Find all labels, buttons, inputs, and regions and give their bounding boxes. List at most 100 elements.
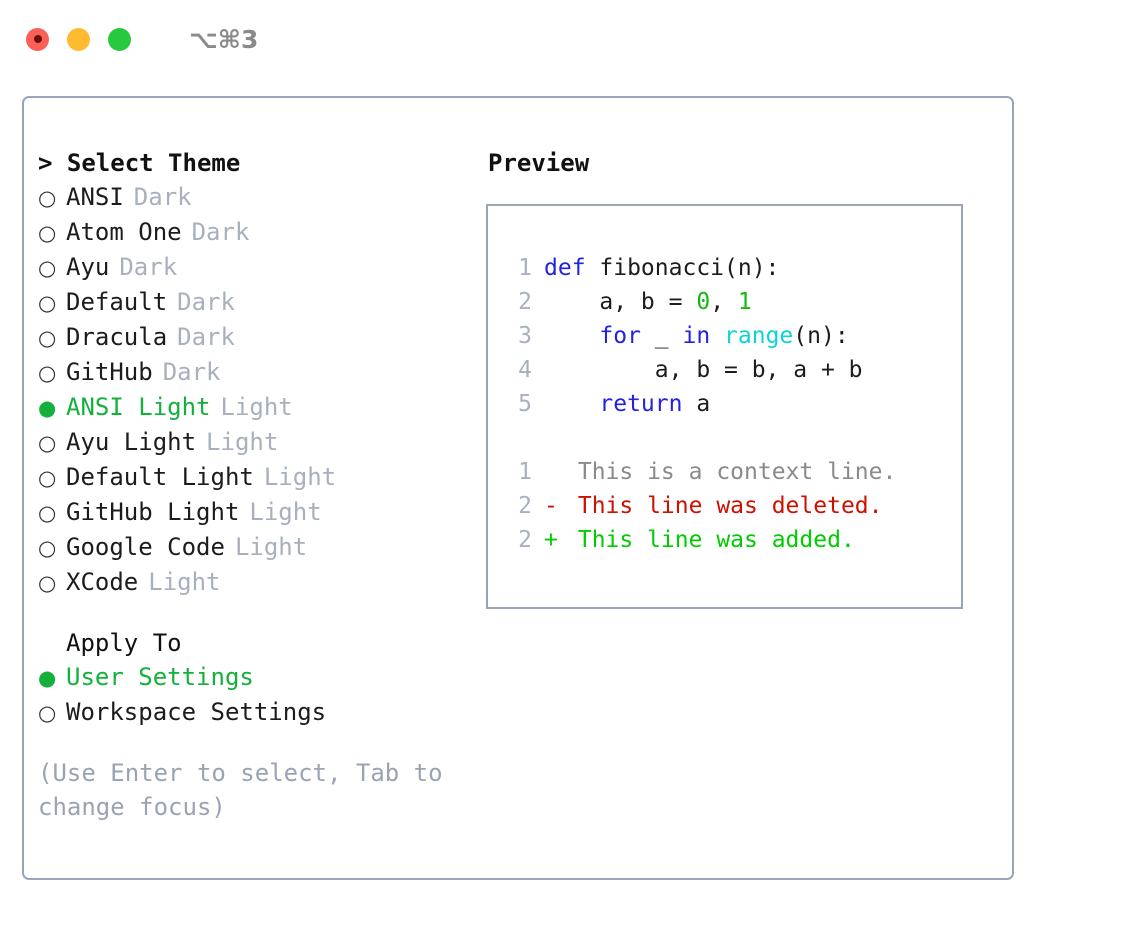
theme-option-3[interactable]: ○ Default Dark: [38, 285, 486, 320]
window-title: ⌥⌘3: [189, 24, 259, 54]
radio-unselected-icon: ○: [38, 291, 57, 315]
radio-unselected-icon: ○: [38, 536, 57, 560]
diff-line-text: This line was deleted.: [564, 493, 883, 519]
theme-option-name: Ayu: [66, 253, 110, 281]
code-line-number: 1: [518, 255, 532, 281]
select-theme-header: > Select Theme: [38, 149, 241, 177]
diff-line-text: This line was added.: [564, 527, 855, 553]
code-token: for: [599, 323, 641, 349]
preview-title: Preview: [488, 149, 590, 177]
apply-to-option-1[interactable]: ○ Workspace Settings: [38, 695, 486, 730]
maximize-window-button[interactable]: [108, 27, 131, 51]
theme-option-name: Google Code: [66, 533, 225, 561]
code-line-text: def fibonacci(n):: [544, 251, 779, 285]
theme-option-name: Default: [66, 288, 168, 316]
theme-option-name: Default Light: [66, 463, 254, 491]
theme-option-2[interactable]: ○ Ayu Dark: [38, 250, 486, 285]
radio-unselected-icon: ○: [38, 256, 57, 280]
radio-unselected-icon: ○: [38, 221, 57, 245]
apply-to-option-0[interactable]: ● User Settings: [38, 660, 486, 695]
theme-option-name: XCode: [66, 568, 139, 596]
code-token: 0: [696, 289, 711, 315]
hint-spacer: [38, 730, 486, 756]
theme-option-name: ANSI Light: [66, 393, 211, 421]
code-line-number: 5: [518, 391, 532, 417]
radio-selected-icon: ●: [38, 666, 57, 690]
code-token: a, b = b, a + b: [544, 357, 863, 383]
diff-line-number: 1: [518, 459, 532, 485]
theme-option-kind: Light: [249, 498, 322, 526]
theme-option-kind: Light: [206, 428, 279, 456]
radio-unselected-icon: ○: [38, 501, 57, 525]
code-line: 3 for _ in range(n):: [506, 319, 961, 353]
minimize-window-button[interactable]: [67, 27, 90, 51]
code-token: a: [682, 391, 711, 417]
code-token: fibonacci(n):: [585, 255, 780, 281]
theme-option-kind: Light: [148, 568, 221, 596]
code-token: ,: [710, 289, 738, 315]
apply-to-option-name: Workspace Settings: [66, 698, 327, 726]
theme-option-1[interactable]: ○ Atom One Dark: [38, 215, 486, 250]
theme-option-kind: Dark: [191, 218, 250, 246]
theme-option-name: Dracula: [66, 323, 168, 351]
code-token: [544, 323, 599, 349]
radio-unselected-icon: ○: [38, 186, 57, 210]
theme-option-6[interactable]: ● ANSI Light Light: [38, 390, 486, 425]
radio-unselected-icon: ○: [38, 701, 57, 725]
theme-option-name: Atom One: [66, 218, 182, 246]
apply-to-header: Apply To: [66, 629, 182, 657]
code-line-text: for _ in range(n):: [544, 319, 848, 353]
theme-option-kind: Light: [234, 533, 308, 561]
theme-option-name: ANSI: [66, 183, 124, 211]
code-token: range: [724, 323, 794, 349]
diff-line-add: 2+ This line was added.: [506, 523, 961, 557]
theme-option-kind: Light: [263, 463, 337, 491]
code-token: in: [682, 323, 711, 349]
diff-line-text: This is a context line.: [564, 459, 897, 485]
theme-option-8[interactable]: ○ Default Light Light: [38, 460, 486, 495]
code-line-number: 4: [518, 357, 532, 383]
radio-selected-icon: ●: [38, 396, 57, 420]
code-line-number: 2: [518, 289, 532, 315]
diff-sign: +: [544, 527, 558, 553]
apply-to-option-list[interactable]: ● User Settings ○ Workspace Settings: [38, 660, 486, 730]
theme-option-kind: Dark: [177, 323, 235, 351]
diff-sample: 1 This is a context line.2- This line wa…: [506, 455, 961, 557]
code-line-text: return a: [544, 387, 710, 421]
theme-option-10[interactable]: ○ Google Code Light: [38, 530, 486, 565]
traffic-light-group: [26, 27, 131, 51]
theme-option-name: Ayu Light: [66, 428, 197, 456]
diff-line-number: 2: [518, 493, 532, 519]
radio-unselected-icon: ○: [38, 361, 57, 385]
list-spacer: [38, 600, 486, 626]
code-line: 2 a, b = 0, 1: [506, 285, 961, 319]
code-token: [710, 323, 724, 349]
close-window-button[interactable]: [26, 27, 49, 51]
diff-sign: [544, 455, 564, 489]
keyboard-hint-text: (Use Enter to select, Tab to change focu…: [38, 759, 458, 821]
radio-unselected-icon: ○: [38, 466, 57, 490]
code-line: 5 return a: [506, 387, 961, 421]
apply-to-option-name: User Settings: [66, 663, 254, 691]
code-token: [544, 391, 599, 417]
theme-option-kind: Dark: [177, 288, 235, 316]
diff-line-ctx: 1 This is a context line.: [506, 455, 961, 489]
theme-option-name: GitHub: [66, 358, 153, 386]
code-token: return: [599, 391, 683, 417]
theme-option-kind: Dark: [119, 253, 178, 281]
code-token: def: [544, 255, 586, 281]
code-line-text: a, b = 0, 1: [544, 285, 751, 319]
theme-option-kind: Light: [220, 393, 293, 421]
code-line: 1 def fibonacci(n):: [506, 251, 961, 285]
